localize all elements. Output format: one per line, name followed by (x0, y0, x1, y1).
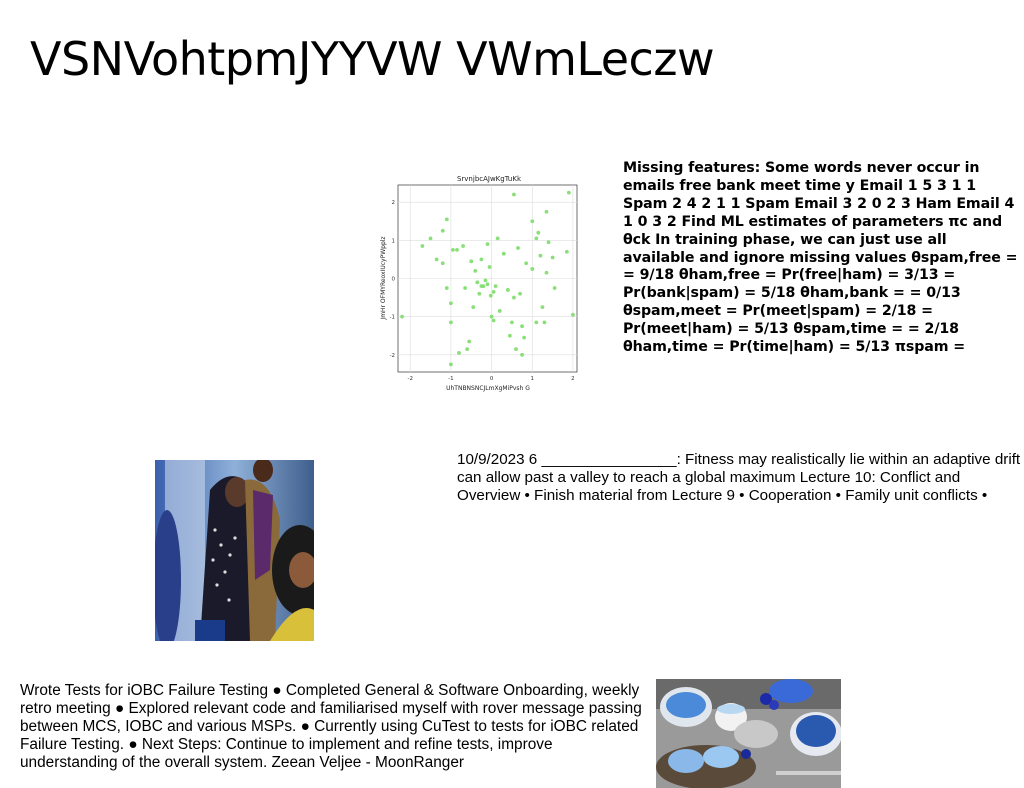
chart-point (434, 257, 439, 262)
chart-point (485, 242, 490, 247)
chart-y-tick-label: 0 (392, 277, 396, 283)
chart-point (477, 291, 482, 296)
chart-point (428, 236, 433, 241)
chart-x-label: UhTNBNSNCJLmXgMiPvsh G (446, 385, 530, 392)
chart-points (400, 190, 575, 367)
chart-point (444, 217, 449, 222)
people-photo (155, 460, 314, 641)
chart-point (520, 324, 524, 329)
chart-x-tick-label: -2 (407, 376, 412, 382)
chart-point (461, 244, 465, 248)
chart-point (471, 305, 476, 310)
chart-point (564, 249, 569, 254)
chart-title: SrvnjbcAJwKgTuKk (457, 175, 522, 183)
chart-point (516, 246, 520, 250)
chart-point (400, 314, 404, 319)
chart-grid (398, 185, 577, 372)
chart-point (479, 257, 484, 262)
chart-point (485, 282, 490, 287)
chart-x-tick-label: 2 (571, 376, 575, 382)
chart-point (520, 352, 524, 357)
chart-point (444, 286, 449, 290)
chart-point (440, 261, 445, 266)
chart-point (463, 286, 468, 290)
chart-x-tick-label: -1 (448, 376, 453, 382)
chart-point (544, 270, 549, 275)
chart-point (465, 347, 470, 352)
chart-point (514, 347, 518, 352)
chart-point (495, 236, 500, 241)
chart-point (540, 305, 545, 310)
chart-point (497, 309, 502, 313)
chart-point (455, 247, 459, 252)
chart-point (524, 261, 529, 266)
chart-point (467, 339, 472, 344)
page-title: VSNVohtpmJYYVW VWmLeczw (30, 32, 715, 86)
chart-point (512, 192, 516, 197)
scatter-chart-svg: SrvnjbcAJwKgTuKk -2 -1 0 1 2 -2 -1 0 1 2 UhTNBNSN… (380, 175, 578, 392)
chart-point (534, 320, 539, 325)
chart-point (544, 209, 549, 214)
chart-point (510, 320, 514, 325)
chart-point (473, 268, 478, 273)
chart-point (530, 219, 535, 224)
chart-point (457, 351, 461, 355)
chart-point (550, 255, 555, 260)
chart-y-tick-label: -2 (390, 353, 395, 359)
chart-point (493, 284, 498, 289)
chart-point (488, 293, 493, 298)
chart-point (491, 289, 496, 294)
chart-point (542, 320, 547, 325)
chart-point (440, 228, 445, 233)
chart-y-label: JmHr OFMYReoxIUcyPWpplz (380, 236, 387, 320)
chart-point (501, 251, 506, 256)
chart-point (546, 240, 551, 245)
chart-point (483, 278, 488, 283)
chart-x-tick-label: 1 (531, 376, 535, 382)
chart-point (530, 267, 535, 271)
blue-pastries-photo (656, 679, 841, 788)
chart-point (522, 335, 527, 340)
missing-features-text: Missing features: Some words never occur… (623, 160, 1018, 356)
lecture-notes-text: 10/9/2023 6 ________________: Fitness ma… (457, 451, 1021, 504)
chart-point (481, 284, 486, 289)
chart-point (538, 253, 543, 258)
chart-point (552, 286, 557, 290)
chart-point (507, 333, 512, 338)
chart-point (489, 314, 494, 319)
chart-point (491, 318, 496, 323)
chart-point (448, 320, 453, 325)
scatter-chart: SrvnjbcAJwKgTuKk -2 -1 0 1 2 -2 -1 0 1 2 UhTNBNSN… (378, 170, 584, 396)
chart-point (448, 362, 453, 367)
chart-point (566, 190, 571, 195)
chart-ticks: -2 -1 0 1 2 -2 -1 0 1 2 (390, 200, 575, 382)
chart-point (487, 265, 492, 269)
chart-point (534, 236, 539, 241)
chart-point (451, 247, 455, 252)
chart-x-tick-label: 0 (490, 376, 494, 382)
chart-y-tick-label: 2 (392, 200, 396, 206)
chart-point (475, 280, 480, 285)
chart-y-tick-label: 1 (392, 238, 396, 244)
chart-y-tick-label: -1 (390, 315, 395, 321)
chart-point (571, 312, 575, 317)
chart-point (448, 301, 453, 306)
chart-point (505, 288, 510, 292)
chart-point (469, 259, 474, 264)
chart-point (420, 244, 425, 248)
chart-point (518, 291, 522, 296)
chart-point (512, 295, 516, 300)
chart-point (536, 230, 541, 235)
progress-report-text: Wrote Tests for iOBC Failure Testing ● C… (20, 682, 642, 771)
